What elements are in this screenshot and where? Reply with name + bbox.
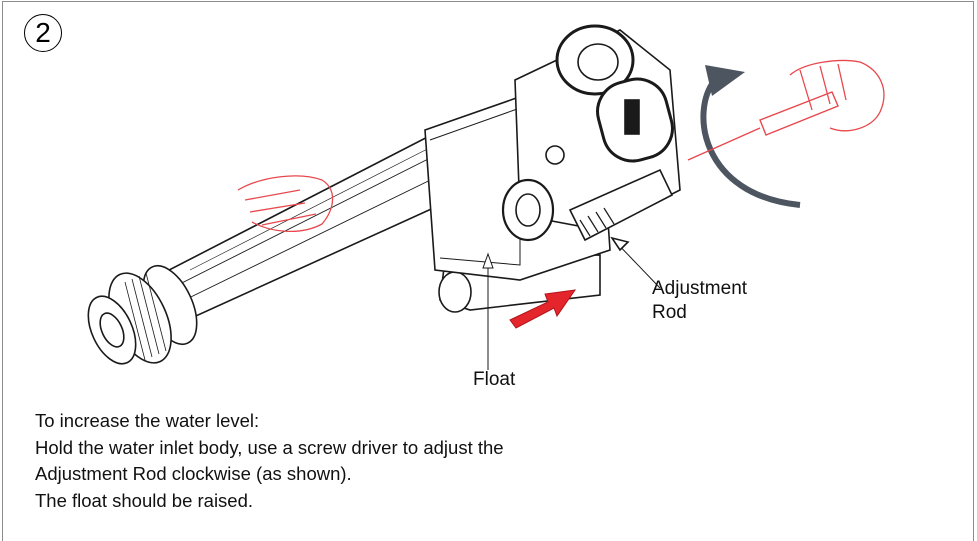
clockwise-arrowhead bbox=[705, 65, 745, 96]
adjustment-rod-label-line1: Adjustment bbox=[652, 278, 748, 299]
threaded-end-nut bbox=[87, 265, 198, 365]
adjustment-rod bbox=[568, 168, 674, 289]
instruction-line: Adjustment Rod clockwise (as shown). bbox=[35, 463, 352, 484]
right-hand-icon bbox=[789, 59, 885, 132]
float-leader-line bbox=[482, 252, 494, 370]
instructions-text: To increase the water level: Hold the wa… bbox=[35, 408, 504, 514]
float-label: Float bbox=[473, 369, 516, 390]
clockwise-arrow bbox=[700, 78, 801, 208]
left-hand-icon bbox=[237, 175, 334, 233]
step-number-badge: 2 bbox=[24, 14, 62, 52]
instruction-line: To increase the water level: bbox=[35, 410, 260, 431]
instruction-line: Hold the water inlet body, use a screw d… bbox=[35, 436, 504, 458]
adjustment-rod-label-line2: Rod bbox=[652, 301, 687, 323]
instruction-line: The float should be raised. bbox=[35, 489, 254, 511]
adjustment-rod-label: Adjustment Rod bbox=[652, 277, 747, 325]
step-number: 2 bbox=[35, 17, 51, 48]
push-arrow bbox=[509, 289, 577, 329]
screwdriver-icon bbox=[687, 91, 839, 161]
